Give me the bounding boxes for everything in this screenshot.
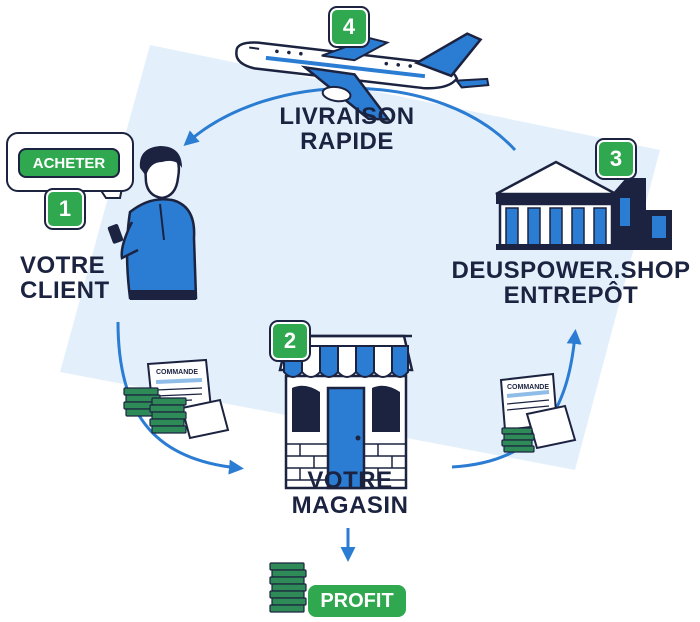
- arrow-client-to-store: [116, 321, 244, 475]
- order-label-right: COMMANDE: [507, 384, 549, 391]
- step-4-line-2: RAPIDE: [300, 128, 394, 156]
- step-1-badge: 1: [46, 190, 84, 228]
- step-1-line-1: VOTRE: [20, 252, 106, 279]
- airplane-icon: [235, 32, 490, 121]
- order-slip-right-icon: COMMANDE: [499, 372, 577, 450]
- step-4-label: LIVRAISON RAPIDE: [262, 103, 432, 156]
- step-3-label: DEUSPOWER.SHOP ENTREPÔT: [446, 257, 696, 310]
- money-stack-right-icon: [501, 427, 535, 453]
- step-4-line-1: LIVRAISON: [279, 103, 415, 130]
- step-1-line-2: CLIENT: [20, 277, 110, 305]
- step-2-line-1: VOTRE: [307, 467, 393, 494]
- step-3-line-1: DEUSPOWER.SHOP: [451, 257, 691, 284]
- money-stack-left-icon: [123, 387, 187, 434]
- step-1-label: VOTRE CLIENT: [20, 252, 110, 305]
- warehouse-icon: [495, 160, 672, 250]
- profit-badge: PROFIT: [308, 585, 406, 617]
- buy-button[interactable]: ACHETER: [18, 148, 120, 178]
- step-3-badge: 3: [597, 140, 635, 178]
- step-2-label: VOTRE MAGASIN: [276, 467, 424, 520]
- money-stack-profit-icon: [269, 562, 307, 613]
- store-icon: [278, 334, 414, 490]
- customer-person-icon: [107, 146, 198, 300]
- step-2-badge: 2: [271, 322, 309, 360]
- background-panel: [60, 45, 660, 470]
- step-2-line-2: MAGASIN: [291, 492, 409, 520]
- step-4-badge: 4: [330, 8, 368, 46]
- step-3-line-2: ENTREPÔT: [503, 282, 639, 310]
- order-label-left: COMMANDE: [156, 369, 198, 376]
